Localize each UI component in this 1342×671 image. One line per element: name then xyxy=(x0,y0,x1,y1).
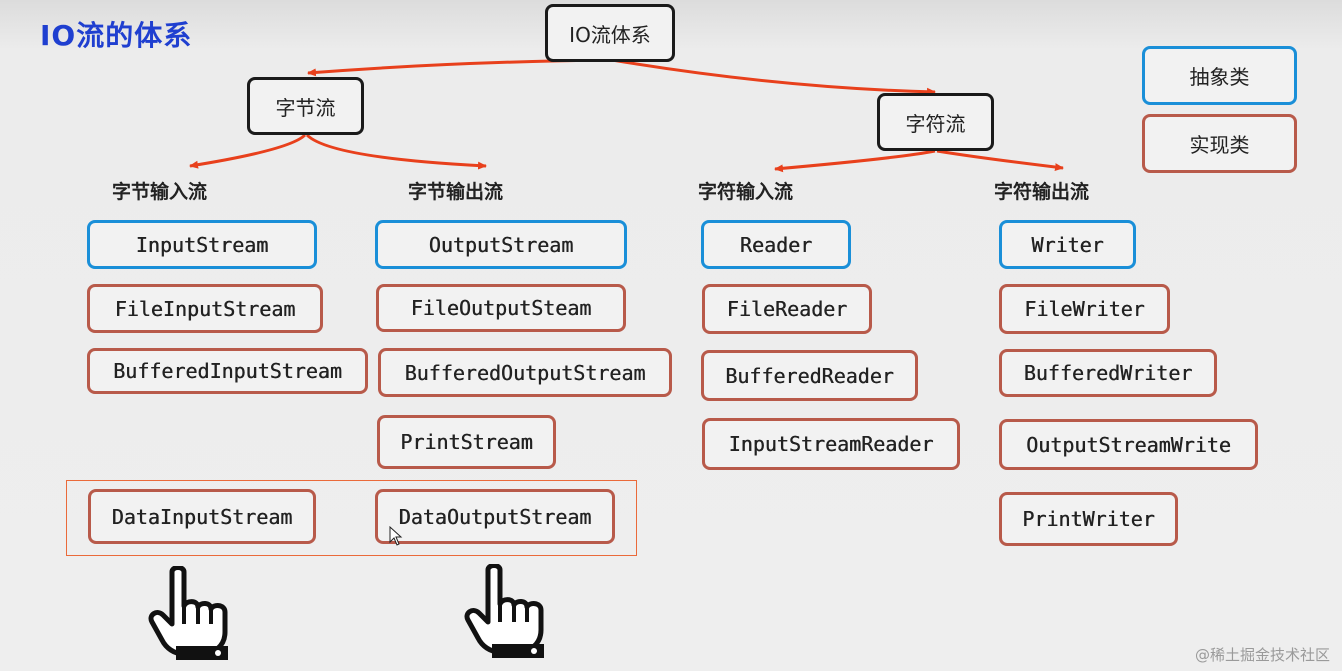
arrow-byte-to-output xyxy=(305,133,487,170)
class-dataoutputstream: DataOutputStream xyxy=(375,489,615,544)
watermark: @稀土掘金技术社区 xyxy=(1194,646,1330,664)
class-printstream: PrintStream xyxy=(377,415,556,469)
class-inputstreamreader: InputStreamReader xyxy=(702,418,960,470)
pointing-hand-icon xyxy=(148,566,228,660)
page-title: IO流的体系 xyxy=(40,19,193,52)
class-writer: Writer xyxy=(999,220,1136,269)
byte-stream-node: 字节流 xyxy=(247,77,364,135)
class-bufferedwriter: BufferedWriter xyxy=(999,349,1217,397)
pointing-hand-icon xyxy=(464,564,544,658)
data-stream-highlight xyxy=(66,480,637,556)
class-filereader: FileReader xyxy=(702,284,872,334)
legend-abstract: 抽象类 xyxy=(1142,46,1297,105)
class-datainputstream: DataInputStream xyxy=(88,489,316,544)
arrow-char-to-input xyxy=(774,149,936,173)
class-bufferedreader: BufferedReader xyxy=(701,350,918,401)
char-input-label: 字符输入流 xyxy=(698,181,794,203)
class-outputstream: OutputStream xyxy=(375,220,627,269)
class-inputstream: InputStream xyxy=(87,220,317,269)
class-fileoutputsteam: FileOutputSteam xyxy=(376,284,626,332)
legend-implementation: 实现类 xyxy=(1142,114,1297,173)
root-node: IO流体系 xyxy=(545,4,675,62)
class-reader: Reader xyxy=(701,220,851,269)
class-bufferedoutputstream: BufferedOutputStream xyxy=(378,348,672,397)
class-fileinputstream: FileInputStream xyxy=(87,284,323,333)
char-stream-node: 字符流 xyxy=(877,93,994,151)
mouse-cursor-icon xyxy=(389,526,403,546)
byte-output-label: 字节输出流 xyxy=(408,181,504,203)
class-outputstreamwrite: OutputStreamWrite xyxy=(999,419,1258,470)
arrow-root-to-char xyxy=(611,58,936,96)
arrow-byte-to-input xyxy=(189,133,307,169)
class-printwriter: PrintWriter xyxy=(999,492,1178,546)
class-bufferedinputstream: BufferedInputStream xyxy=(87,348,368,394)
char-output-label: 字符输出流 xyxy=(994,181,1090,203)
class-filewriter: FileWriter xyxy=(999,284,1170,334)
byte-input-label: 字节输入流 xyxy=(112,181,208,203)
arrow-char-to-output xyxy=(936,149,1064,172)
